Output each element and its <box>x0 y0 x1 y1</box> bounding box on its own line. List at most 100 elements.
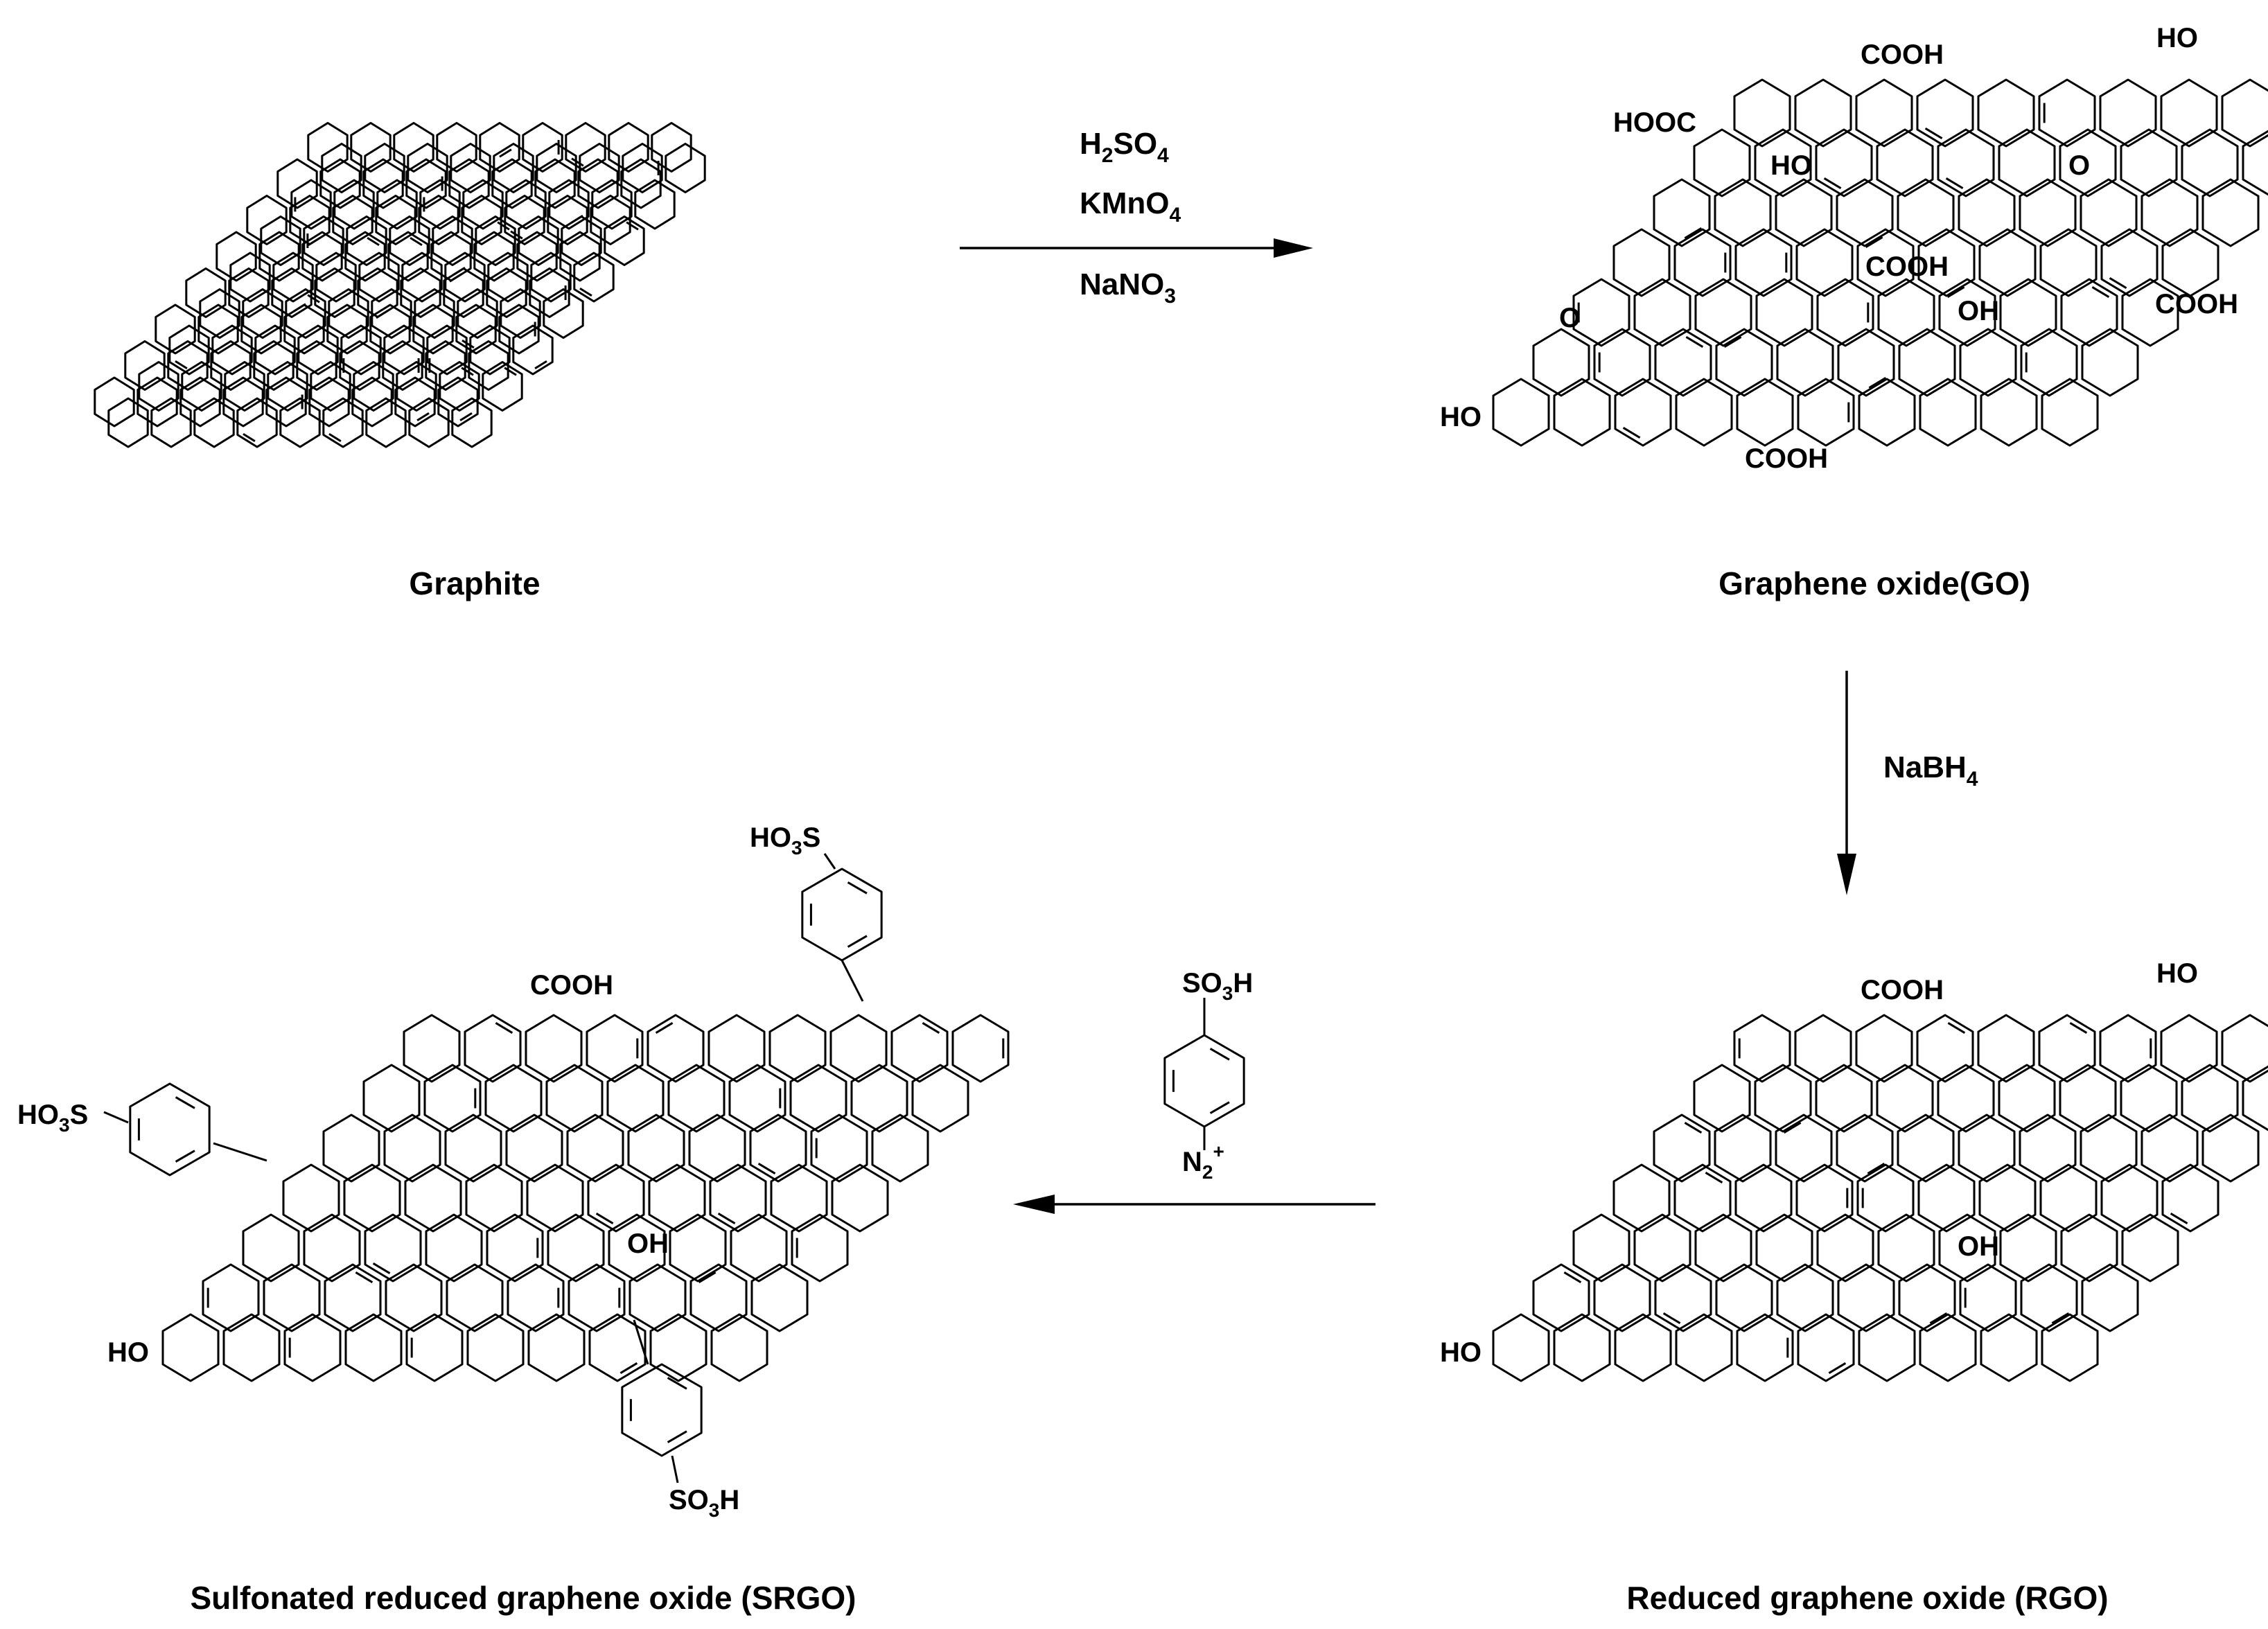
srgo-top-bond-s <box>823 853 836 870</box>
graphite-back-hexagon <box>371 288 412 339</box>
go-hexagon <box>2221 78 2268 148</box>
srgo-hexagon <box>568 1263 626 1332</box>
go-hexagon <box>1714 178 1772 247</box>
srgo-hexagon <box>588 1313 647 1382</box>
go-hexagon <box>1673 228 1732 297</box>
rgo-hexagon <box>2161 1163 2219 1233</box>
graphite-front-hexagon <box>314 267 355 318</box>
srgo-lattice <box>161 1014 1010 1382</box>
go-hexagon <box>1959 328 2017 397</box>
graphite-front-double-bond <box>452 267 466 276</box>
rgo-hexagon <box>1593 1263 1651 1332</box>
graphite-front-hexagon <box>283 303 325 355</box>
graphite-back-hexagon <box>260 215 301 266</box>
rgo-hexagon <box>1855 1014 1913 1083</box>
go-hexagon <box>1775 178 1833 247</box>
go-hexagon <box>1694 278 1752 347</box>
srgo-bottom-bond-s <box>671 1455 679 1483</box>
rgo-hexagon <box>1653 1113 1711 1183</box>
srgo-double-bond <box>698 1271 717 1283</box>
srgo-hexagon <box>831 1163 889 1233</box>
graphite-front-hexagon <box>534 158 576 209</box>
go-ho-top-right: HO <box>2156 23 2198 53</box>
srgo-left-benzene-ring-inner-bond <box>175 1150 195 1163</box>
go-hexagon <box>1653 178 1711 247</box>
srgo-double-bond <box>922 1021 940 1034</box>
graphite-back-hexagon <box>211 324 253 376</box>
go-hexagon <box>2160 78 2218 148</box>
graphite-back-hexagon <box>224 361 265 412</box>
srgo-hexagon <box>283 1313 342 1382</box>
graphite-back-hexagon <box>303 215 344 266</box>
graphite-front-hexagon <box>185 267 227 318</box>
graphite-front-hexagon <box>258 231 300 282</box>
graphite-back-hexagon <box>493 143 534 193</box>
graphite-back-hexagon <box>401 252 443 303</box>
srgo-hexagon <box>710 1313 768 1382</box>
graphite-back-hexagon <box>346 215 387 266</box>
rgo-hexagon <box>2121 1213 2179 1283</box>
rgo-hexagon <box>1958 1113 2016 1183</box>
go-hexagon <box>2120 128 2178 197</box>
graphite-front-hexagon <box>137 376 178 428</box>
srgo-hexagon <box>405 1313 464 1382</box>
graphite-front-hexagon <box>326 303 368 355</box>
srgo-ho3s-left: HO3S <box>17 1100 88 1136</box>
go-double-bond <box>1868 377 1887 389</box>
srgo-hexagon <box>403 1014 461 1083</box>
graphite-back-hexagon <box>138 361 179 412</box>
go-oh-mid: OH <box>1958 296 1999 326</box>
graphite-back-double-bond <box>328 433 342 443</box>
graphite-front-hexagon <box>289 195 331 245</box>
graphite-front-hexagon <box>577 158 619 209</box>
go-hexagon <box>2019 178 2077 247</box>
go-hexagon <box>1733 78 1791 148</box>
graphite-back-double-bond <box>504 367 517 376</box>
srgo-top-benzene-ring <box>801 868 883 962</box>
rgo-hexagon <box>1612 1163 1671 1233</box>
srgo-hexagon <box>709 1163 767 1233</box>
srgo-hexagon <box>527 1313 586 1382</box>
rgo-hexagon <box>1877 1213 1935 1283</box>
go-hexagon <box>1998 128 2056 197</box>
graphite-back-hexagon <box>150 397 192 448</box>
rgo-hexagon <box>1694 1213 1752 1283</box>
go-cooh-right: COOH <box>2155 289 2238 319</box>
go-hexagon <box>1776 328 1834 397</box>
srgo-hexagon <box>446 1263 504 1332</box>
graphite-front-hexagon <box>486 267 527 318</box>
srgo-top-benzene-ring-inner-bond <box>847 881 868 895</box>
go-hexagon <box>2201 178 2260 247</box>
graphite-back-hexagon <box>439 361 480 412</box>
srgo-hexagon <box>890 1014 949 1083</box>
graphite-front-hexagon <box>620 158 662 209</box>
go-hexagon <box>2140 178 2199 247</box>
rgo-lattice <box>1492 1014 2268 1382</box>
graphite-front-hexagon <box>400 267 441 318</box>
go-hexagon <box>1794 78 1852 148</box>
go-double-bond <box>2109 277 2127 290</box>
caption-srgo: Sulfonated reduced graphene oxide (SRGO) <box>190 1580 856 1616</box>
rgo-hexagon <box>1998 1064 2056 1133</box>
graphite-front-hexagon <box>124 340 166 391</box>
srgo-double-bond <box>619 1362 638 1375</box>
rgo-double-bond <box>1867 1163 1885 1175</box>
graphite-back-hexagon <box>107 397 149 448</box>
srgo-hexagon <box>627 1113 685 1183</box>
reagent-so3h: SO3H <box>1182 968 1253 1004</box>
rgo-hexagon <box>1916 1014 1974 1083</box>
srgo-hexagon <box>648 1163 706 1233</box>
go-o-right: O <box>2068 150 2090 181</box>
rgo-hexagon <box>2039 1163 2098 1233</box>
graphite-front-hexagon <box>246 195 288 245</box>
rgo-hexagon <box>1776 1263 1834 1332</box>
go-hexagon <box>2081 328 2139 397</box>
graphite-back-hexagon <box>548 179 590 230</box>
graphite-front-hexagon <box>228 267 270 318</box>
graphite-front-hexagon <box>529 267 570 318</box>
graphite-front-hexagon <box>425 340 466 391</box>
go-hexagon <box>2039 228 2098 297</box>
srgo-hexagon <box>464 1014 522 1083</box>
graphite-front-hexagon <box>565 122 606 173</box>
